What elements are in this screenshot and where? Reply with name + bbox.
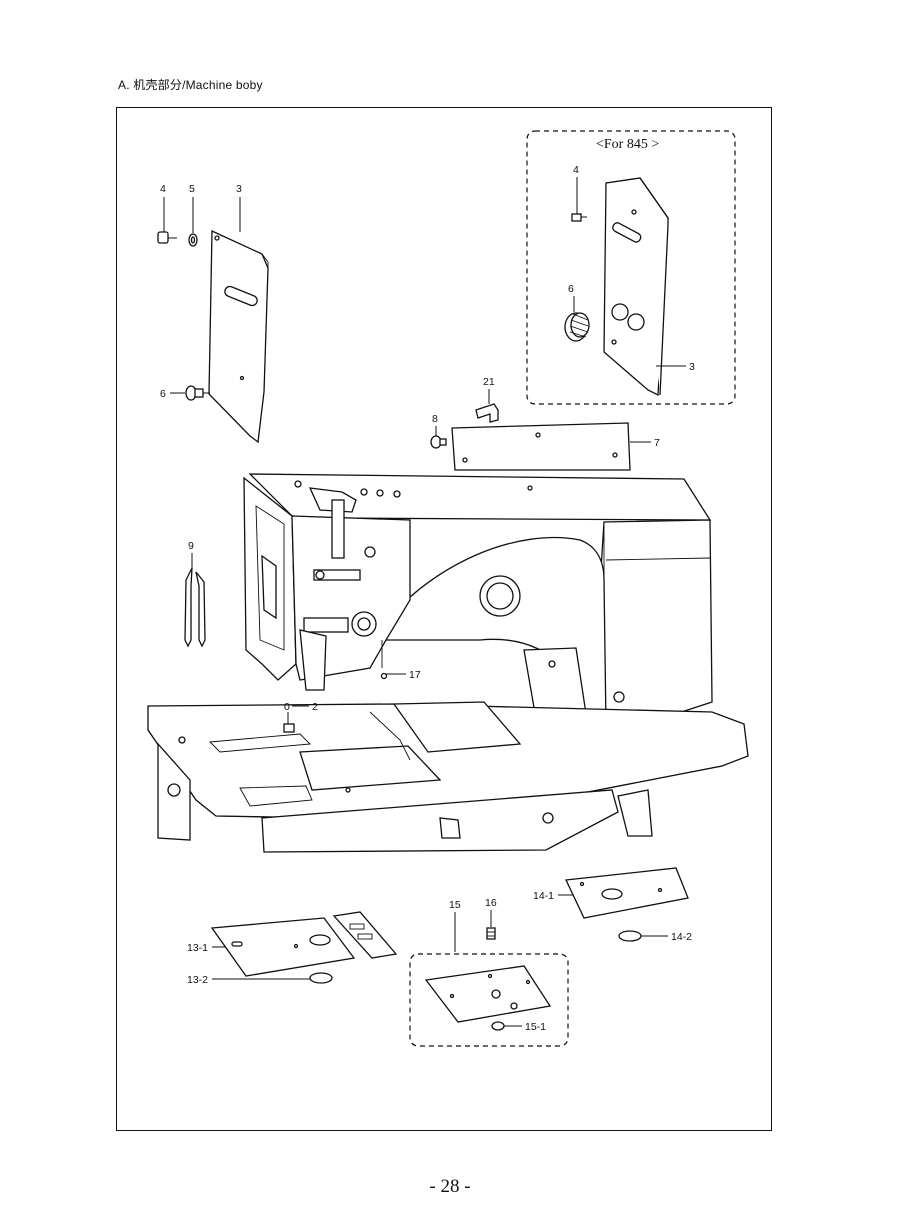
screw-16 <box>486 927 496 940</box>
needle-plate-14: 14-1 14-2 <box>533 867 692 943</box>
plate-group-15: 15 16 15-1 <box>409 897 569 1047</box>
callout-5: 5 <box>189 183 195 195</box>
arm-arch <box>368 536 607 740</box>
needles-9: 9 <box>184 540 206 648</box>
page-title: A. 机壳部分/Machine boby <box>118 78 263 92</box>
part-15-1 <box>491 1021 505 1031</box>
needle-plate-14-1 <box>565 867 689 919</box>
callout-14-2: 14-2 <box>671 931 692 943</box>
inset-845: <For 845 > 4 6 <box>526 130 736 405</box>
machine-bed: 0 2 <box>147 701 749 853</box>
bed-opening <box>392 701 522 753</box>
left-side-cover-group: 4 5 3 6 <box>157 183 269 444</box>
part-17 <box>380 672 388 680</box>
callout-0: 0 <box>284 701 290 713</box>
needle-plate-15 <box>424 965 552 1023</box>
top-cover-group: 21 8 7 <box>430 376 660 471</box>
inset-label: <For 845 > <box>596 137 659 152</box>
callout-6: 6 <box>160 388 166 400</box>
part-2 <box>283 723 295 733</box>
page-number: - 28 - <box>429 1176 471 1197</box>
callout-13-1: 13-1 <box>187 942 208 954</box>
inset-side-cover-3 <box>603 177 669 397</box>
needle-plate-13-1 <box>210 917 356 977</box>
callout-13-2: 13-2 <box>187 974 208 986</box>
callout-15-1: 15-1 <box>525 1021 546 1033</box>
callout-3: 3 <box>236 183 242 195</box>
callout-8: 8 <box>432 413 438 425</box>
plate-cover-14-2 <box>618 930 642 942</box>
callout-inset-6: 6 <box>568 283 574 295</box>
callout-inset-3: 3 <box>689 361 695 373</box>
bracket-21 <box>475 403 499 423</box>
callout-21: 21 <box>483 376 495 388</box>
callout-4: 4 <box>160 183 166 195</box>
arm-top <box>248 473 712 521</box>
callout-inset-4: 4 <box>573 164 579 176</box>
screw-6 <box>185 385 210 401</box>
machine-body: 17 <box>243 473 713 743</box>
inset-screw-4 <box>571 213 587 222</box>
plate-cover-13-2 <box>309 972 333 984</box>
top-cover-7 <box>451 422 631 471</box>
callout-7: 7 <box>654 437 660 449</box>
callout-17: 17 <box>409 669 421 681</box>
callout-16: 16 <box>485 897 497 909</box>
diagram-frame <box>116 107 772 1131</box>
callout-15: 15 <box>449 899 461 911</box>
group-15-dashed-box <box>409 953 569 1047</box>
side-cover-3 <box>208 229 269 444</box>
callout-2: 2 <box>312 701 318 713</box>
feed-dog-plate <box>332 911 398 959</box>
screw-8 <box>430 435 447 449</box>
screw-4 <box>157 231 177 244</box>
callout-9: 9 <box>188 540 194 552</box>
inset-knob-6 <box>564 312 590 342</box>
washer-5 <box>188 233 198 247</box>
needle-plate-13: 13-1 13-2 <box>187 911 398 986</box>
inset-dashed-box <box>526 130 736 405</box>
column <box>589 519 713 743</box>
callout-14-1: 14-1 <box>533 890 554 902</box>
